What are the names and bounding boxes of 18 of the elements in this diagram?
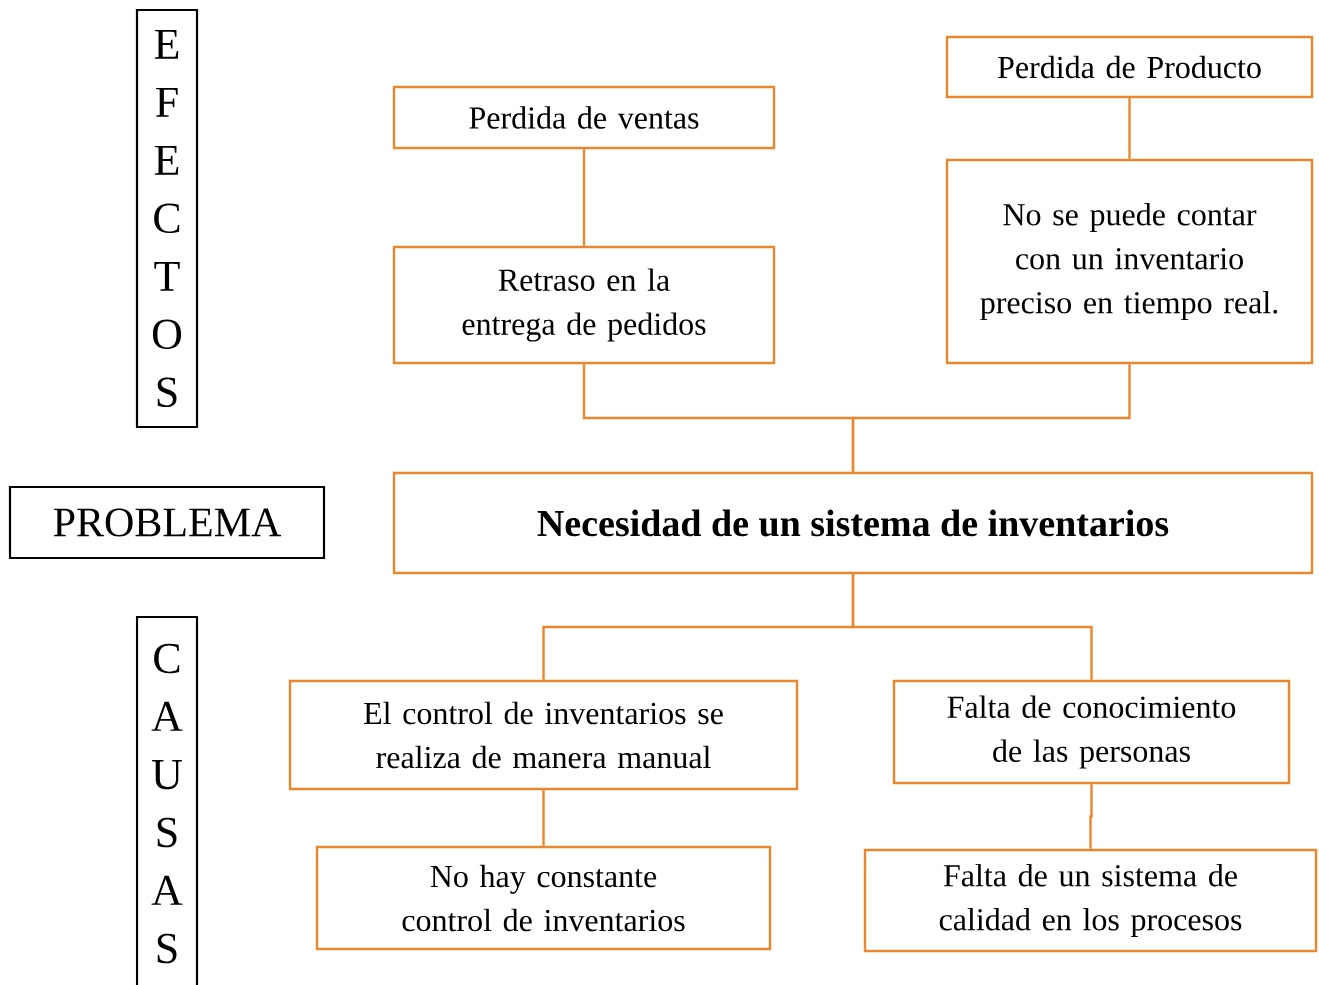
section-label-box: PROBLEMA [8, 485, 326, 560]
connector-line [582, 149, 586, 246]
process-box: No se puede contar con un inventario preciso en tiempo real. [945, 158, 1314, 365]
connector-line [1089, 784, 1093, 849]
process-box: Perdida de ventas [392, 85, 776, 150]
process-box: El control de inventarios se realiza de manera manual [288, 679, 799, 791]
section-label-box: EFECTOS [135, 8, 199, 429]
process-box: Perdida de Producto [945, 35, 1314, 99]
connector-line [851, 364, 1131, 472]
process-box: Retraso en la entrega de pedidos [392, 245, 776, 365]
process-box: Falta de conocimiento de las personas [892, 679, 1291, 785]
connector-line [1128, 98, 1131, 159]
process-box: No hay constante control de inventarios [315, 845, 772, 951]
problem-box: Necesidad de un sistema de inventarios [392, 471, 1314, 575]
connector-line [542, 790, 545, 846]
connector-line [851, 574, 1093, 680]
section-label-box: CAUSAS [135, 615, 199, 985]
process-box: Falta de un sistema de calidad en los procesos [863, 848, 1318, 953]
